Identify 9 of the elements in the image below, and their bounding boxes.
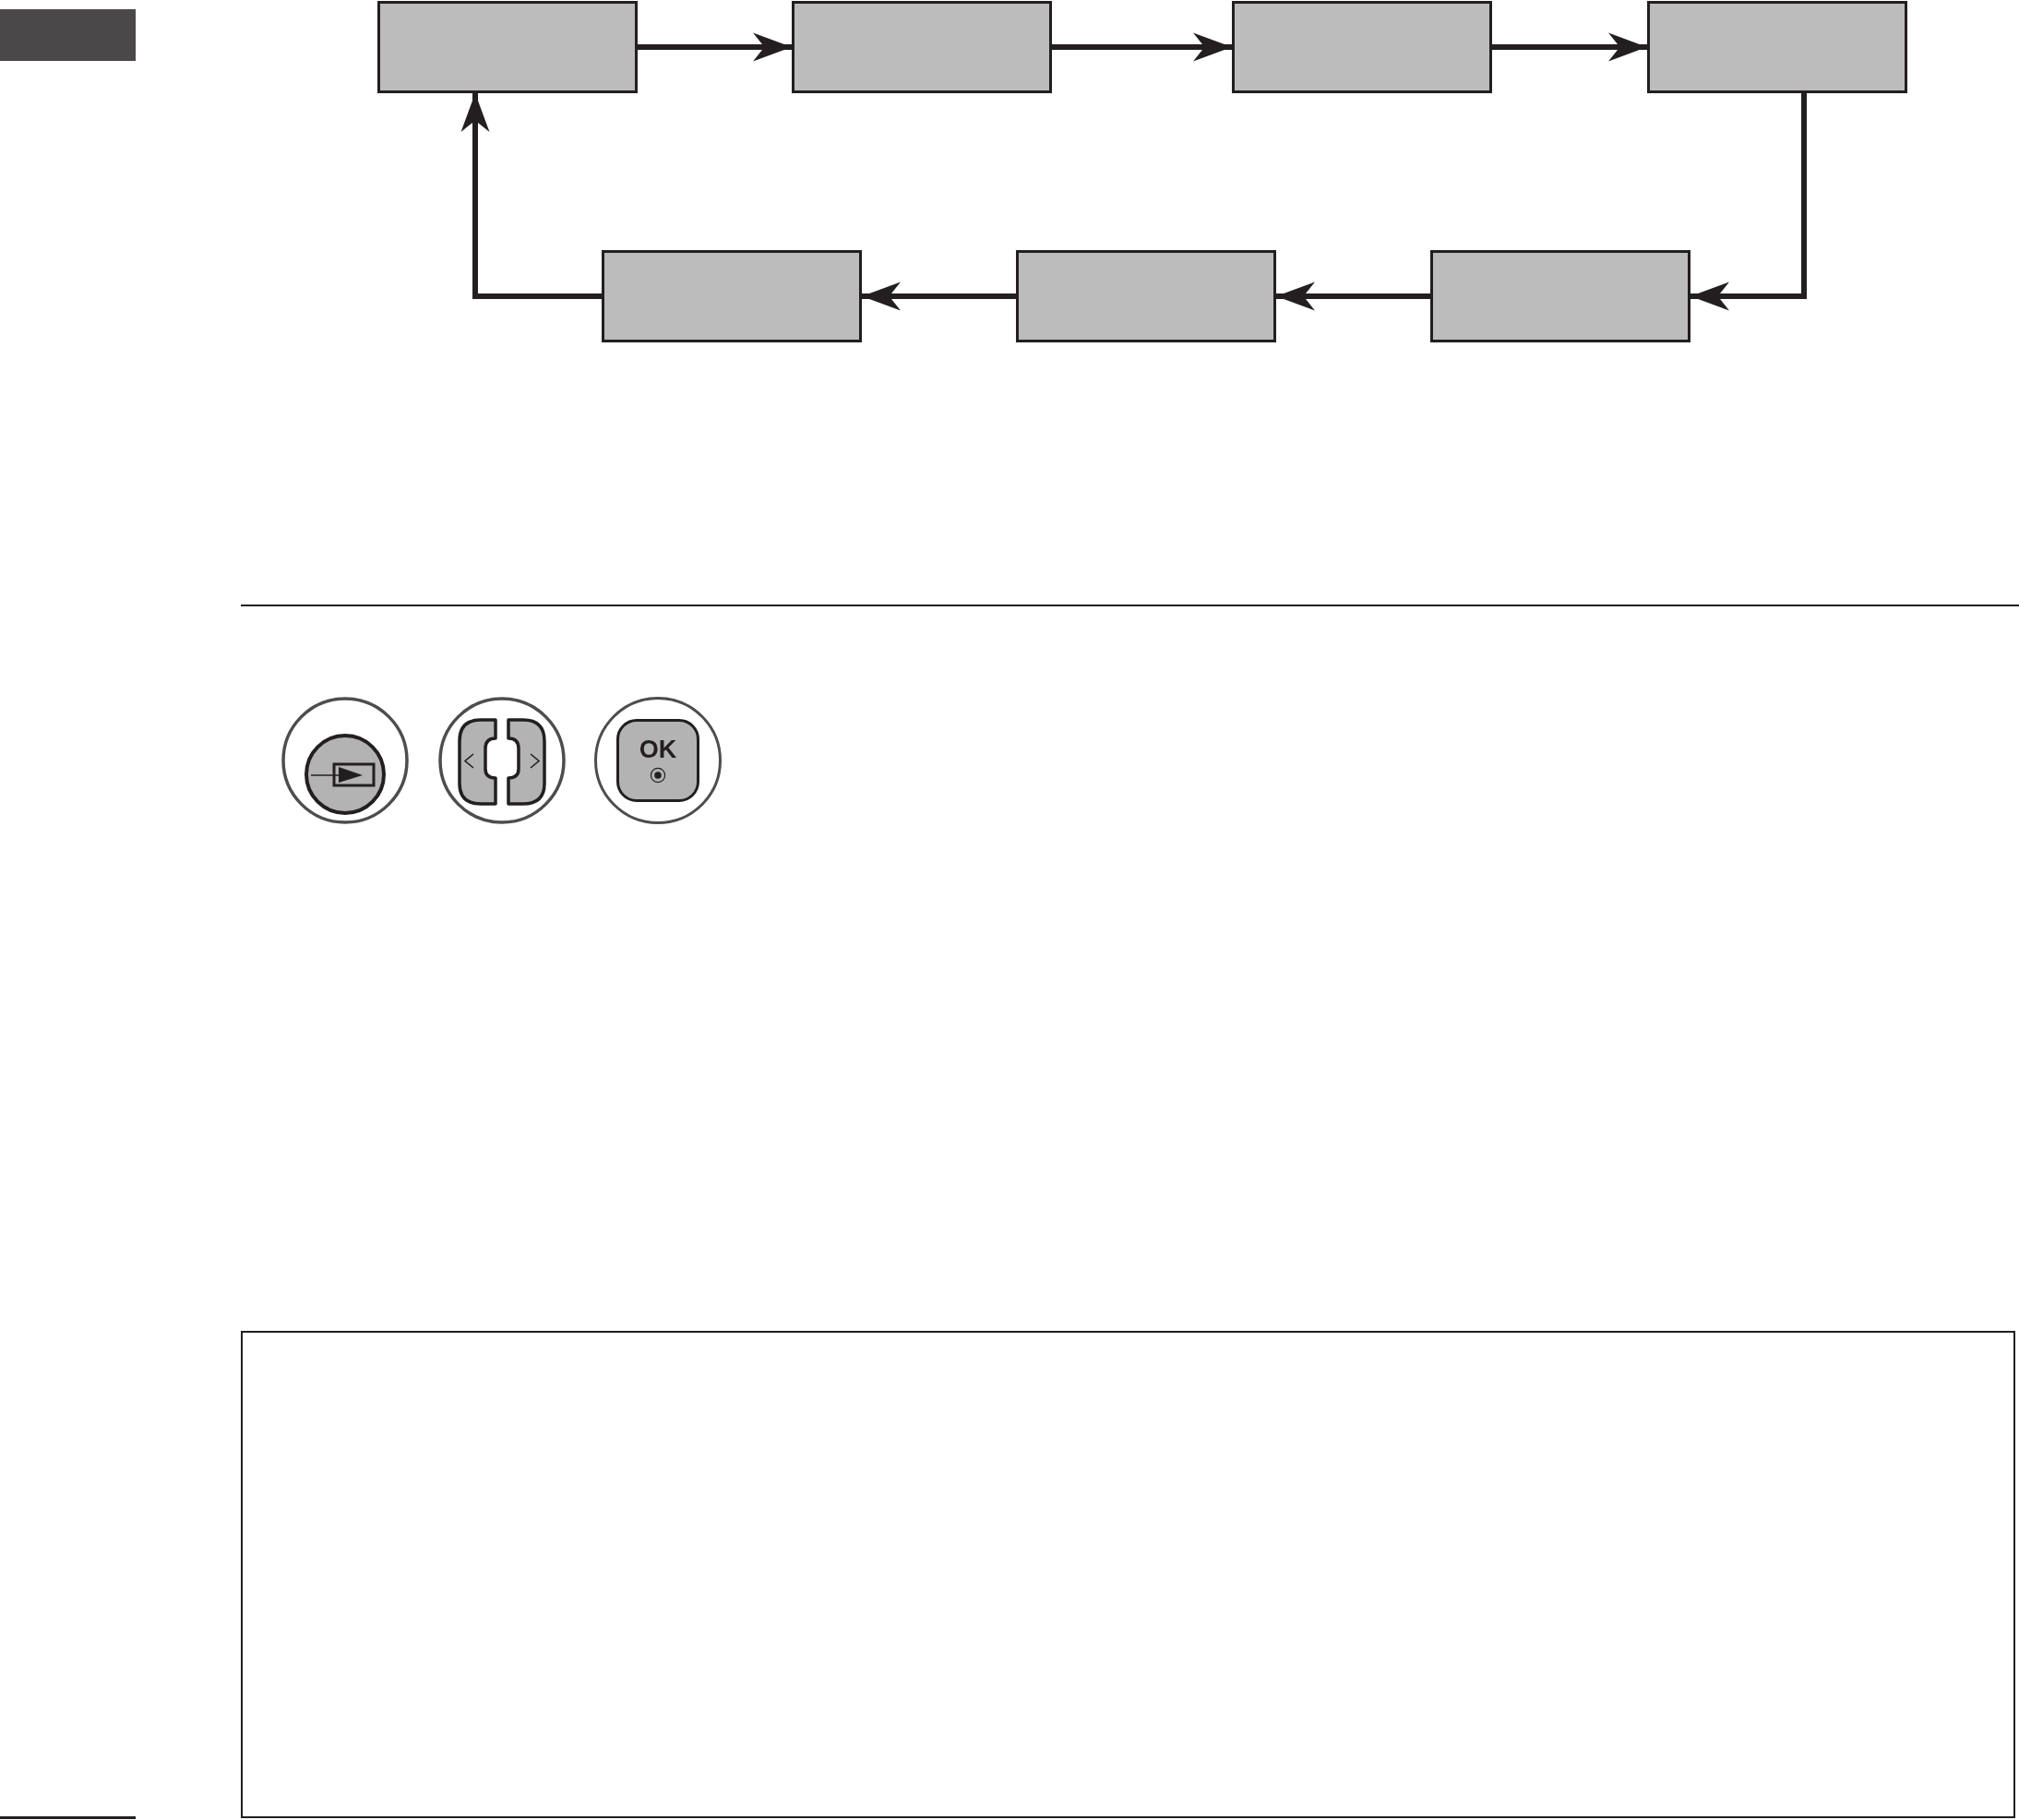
step-box xyxy=(377,1,638,93)
step-box xyxy=(1232,1,1492,93)
step-box xyxy=(1647,1,1907,93)
step-box xyxy=(792,1,1052,93)
ok-button: OK xyxy=(616,719,699,802)
step-box xyxy=(602,250,862,342)
step-box xyxy=(1430,250,1690,342)
step-box xyxy=(1016,250,1276,342)
section-tab xyxy=(0,9,136,61)
